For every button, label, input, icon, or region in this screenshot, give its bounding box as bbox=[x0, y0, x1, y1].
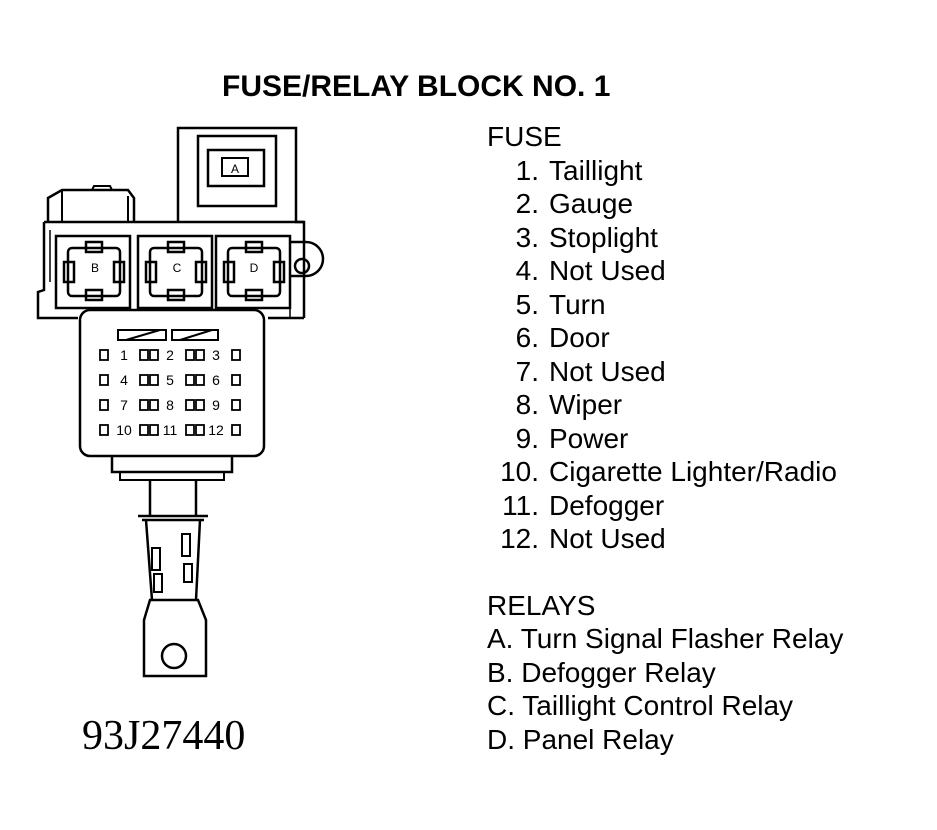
relay-c-socket: C bbox=[136, 234, 214, 310]
fuse-item-number: 9. bbox=[515, 422, 539, 454]
fuse-item: 9. Power bbox=[487, 422, 843, 456]
fuse-item-label: Cigarette Lighter/Radio bbox=[549, 456, 837, 487]
relay-row-housing bbox=[44, 220, 306, 318]
fuse-number-1: 1 bbox=[120, 347, 128, 363]
panel-vents bbox=[117, 329, 219, 341]
relay-b-socket: B bbox=[54, 234, 132, 310]
fuse-item-label: Not Used bbox=[549, 523, 666, 554]
fuse-item-number: 5. bbox=[515, 288, 539, 320]
fuse-item: 6. Door bbox=[487, 321, 843, 355]
relay-a-socket bbox=[196, 134, 278, 208]
fuse-item-label: Gauge bbox=[549, 188, 634, 219]
lower-body bbox=[110, 456, 234, 474]
cable-harness bbox=[142, 518, 204, 601]
fuse-item-number: 8. bbox=[515, 389, 539, 420]
fuse-item-label: Power bbox=[549, 422, 629, 454]
figure-code: 93J27440 bbox=[82, 713, 246, 759]
fuse-item: 12. Not Used bbox=[487, 522, 843, 556]
diagram-title: FUSE/RELAY BLOCK NO. 1 bbox=[222, 70, 611, 103]
relay-item: D. Panel Relay bbox=[487, 723, 674, 755]
fuse-number-4: 4 bbox=[120, 372, 128, 388]
fuse-item-label: Turn bbox=[549, 288, 606, 320]
fuse-item: 2. Gauge bbox=[487, 187, 843, 221]
relays-heading: RELAYS bbox=[487, 589, 596, 621]
fuse-number-5: 5 bbox=[166, 372, 174, 388]
fuse-item-label: Taillight bbox=[549, 154, 643, 186]
relay-d-socket: D bbox=[214, 234, 292, 310]
fuse-item-label: Wiper bbox=[549, 389, 623, 420]
fuse-block-drawing: A B C D bbox=[36, 126, 325, 678]
fuse-item: 5. Turn bbox=[487, 288, 843, 322]
fuse-item-label: Not Used bbox=[549, 355, 666, 387]
relay-c-label: C bbox=[173, 261, 182, 275]
fuse-number-3: 3 bbox=[212, 347, 220, 363]
fuse-number-6: 6 bbox=[212, 372, 220, 388]
fuse-item: 8. Wiper bbox=[487, 388, 843, 422]
fuse-number-10: 10 bbox=[116, 422, 132, 438]
fuse-item: 11. Defogger bbox=[487, 489, 843, 523]
fuse-item-number: 11. bbox=[502, 489, 539, 521]
legend: FUSE 1. Taillight 2. Gauge 3. Stoplight 4. Not … bbox=[487, 120, 843, 756]
relay-item: C. Taillight Control Relay bbox=[487, 690, 794, 721]
fuse-row-3 bbox=[99, 399, 241, 411]
fuse-number-7: 7 bbox=[120, 397, 128, 413]
relay-b-label: B bbox=[91, 261, 99, 275]
fuse-number-9: 9 bbox=[212, 397, 220, 413]
fuse-number-12: 12 bbox=[208, 422, 224, 438]
fuse-number-8: 8 bbox=[166, 397, 174, 413]
fuse-item-label: Not Used bbox=[549, 255, 666, 286]
relay-item: A. Turn Signal Flasher Relay bbox=[487, 623, 844, 654]
fuse-number-2: 2 bbox=[166, 347, 174, 363]
relay-a-label: A bbox=[231, 162, 239, 176]
terminal-lug bbox=[142, 598, 208, 678]
fuse-item-number: 4. bbox=[515, 255, 539, 286]
lug-hole bbox=[160, 642, 188, 670]
fuse-item-label: Door bbox=[549, 322, 610, 353]
fuse-item: 1. Taillight bbox=[487, 154, 843, 188]
fuse-item-number: 3. bbox=[515, 221, 539, 253]
fuse-item-number: 10. bbox=[500, 456, 539, 487]
fuse-item-number: 2. bbox=[515, 188, 539, 219]
fuse-item: 10. Cigarette Lighter/Radio bbox=[487, 455, 843, 489]
fuse-item-number: 6. bbox=[515, 322, 539, 353]
fuse-item: 7. Not Used bbox=[487, 355, 843, 389]
fuse-panel bbox=[78, 308, 266, 458]
fuse-number-11: 11 bbox=[163, 422, 178, 438]
fuse-item-number: 12. bbox=[500, 523, 539, 554]
fuse-item-label: Defogger bbox=[549, 489, 665, 521]
fuse-item: 3. Stoplight bbox=[487, 221, 843, 255]
fuse-row-2 bbox=[99, 374, 241, 386]
fuse-item-number: 7. bbox=[515, 355, 539, 387]
fuse-heading: FUSE bbox=[487, 121, 562, 152]
fuse-item-number: 1. bbox=[515, 154, 539, 186]
relay-item: B. Defogger Relay bbox=[487, 656, 716, 688]
fuse-grid bbox=[99, 349, 241, 436]
relay-d-label: D bbox=[250, 261, 259, 275]
fuse-item: 4. Not Used bbox=[487, 254, 843, 288]
fuse-row-4 bbox=[99, 424, 241, 436]
fuse-row-1 bbox=[99, 349, 241, 361]
fuse-item-label: Stoplight bbox=[549, 221, 658, 253]
